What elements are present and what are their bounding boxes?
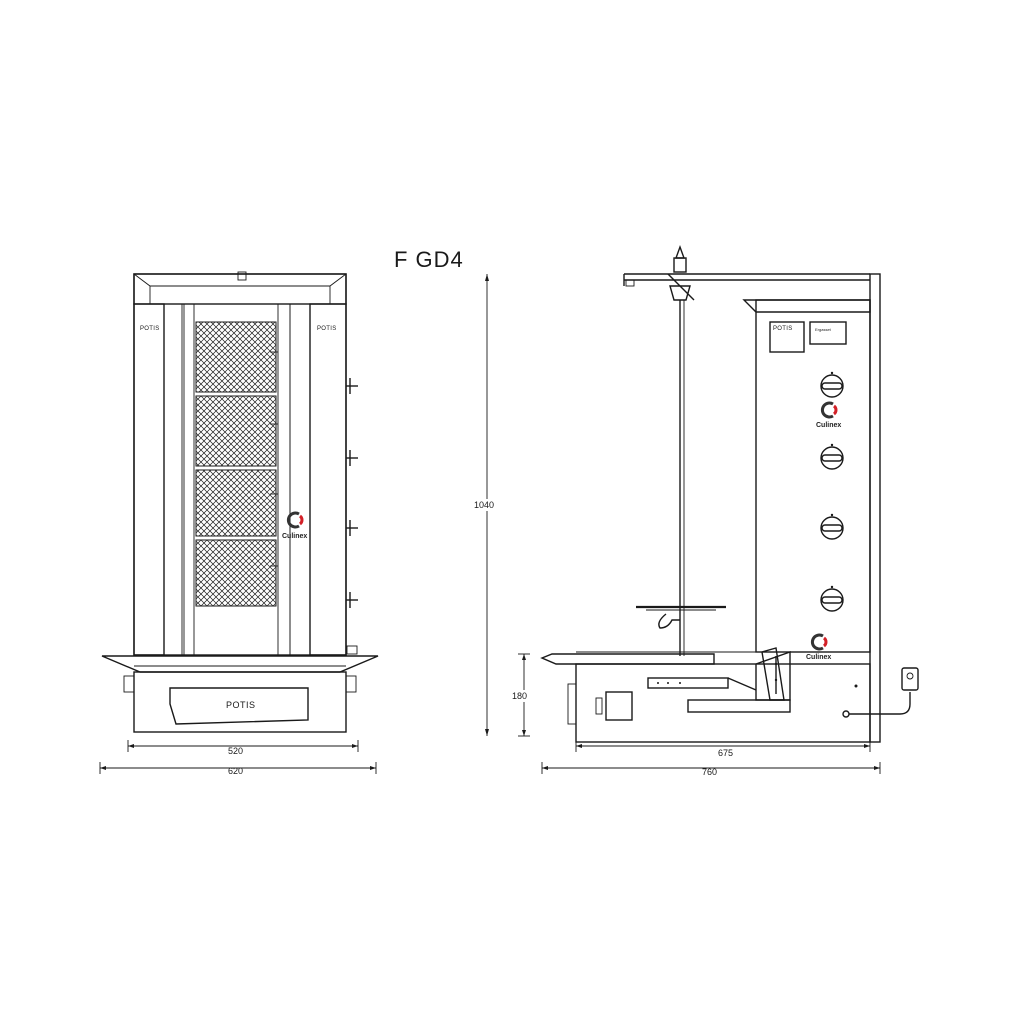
- dim-side-depth-body: 675: [718, 748, 733, 758]
- burner-panel-3: [195, 469, 277, 537]
- culinex-logo-icon-2: [820, 401, 838, 419]
- side-dimensions: 180 675 760: [510, 653, 881, 777]
- power-plug-icon: [901, 667, 919, 691]
- front-brand-right: POTIS: [317, 326, 337, 332]
- side-panel-label: Ergasset: [815, 327, 832, 332]
- side-base: [575, 663, 871, 743]
- side-view: POTIS Ergasset Culinex Culinex: [540, 244, 919, 743]
- dim-base-height: 180: [512, 691, 527, 701]
- burner-panel-1: [195, 321, 277, 393]
- culinex-logo-icon-3: [810, 633, 828, 651]
- front-brand-left: POTIS: [140, 326, 160, 332]
- burner-panel-4: [195, 539, 277, 607]
- dim-overall-height: 1040: [474, 500, 494, 510]
- dim-side-depth-total: 760: [702, 767, 717, 777]
- power-cable: [849, 692, 911, 715]
- burner-panel-2: [195, 395, 277, 467]
- front-drip-tray: [101, 655, 379, 673]
- side-drip-tray: [540, 653, 715, 665]
- side-brand: POTIS: [773, 326, 793, 332]
- control-knob-icon: [820, 371, 844, 398]
- dim-front-inner-width: 520: [228, 746, 243, 756]
- spit-tip-icon: [667, 244, 695, 301]
- control-knob-3: [820, 513, 844, 540]
- culinex-logo-icon: [286, 511, 304, 529]
- front-side-knobs: [346, 378, 358, 608]
- side-watermark-top: Culinex: [816, 422, 841, 429]
- control-knob-2: [820, 443, 844, 470]
- side-watermark-bottom: Culinex: [806, 654, 831, 661]
- front-base-brand: POTIS: [226, 700, 256, 710]
- front-watermark: Culinex: [282, 533, 307, 540]
- height-dimension: 1040: [472, 274, 502, 736]
- front-view: POTIS POTIS POT: [101, 271, 379, 733]
- front-base: [133, 671, 347, 733]
- control-knob-4: [820, 585, 844, 612]
- model-title: F GD4: [394, 247, 464, 272]
- front-dimensions: 520 620: [99, 740, 377, 776]
- dim-front-outer-width: 620: [228, 766, 243, 776]
